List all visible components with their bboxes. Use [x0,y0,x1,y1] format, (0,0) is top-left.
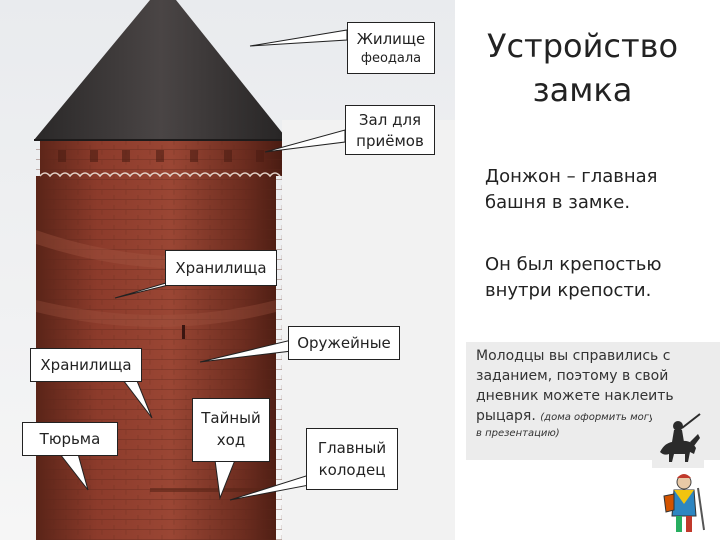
fortress-line2: внутри крепости. [485,280,652,301]
note-line4: рыцаря. (дома оформить могут в [476,406,714,426]
callout-storage-lower: Хранилища [30,348,142,382]
note-small-text-2: в презентацию) [476,428,560,439]
note-last-word: рыцаря. [476,408,536,424]
callout-hall-line2: приёмов [356,132,424,150]
note-line2: заданием, поэтому в свой [476,368,669,384]
note-line3: дневник можете наклеить [476,388,674,404]
callout-main-well: Главный колодец [306,428,398,490]
callout-main-well-line2: колодец [318,461,386,479]
callout-hall: Зал для приёмов [345,105,435,155]
callout-secret-passage-line2: ход [216,431,246,449]
callout-secret-passage: Тайный ход [192,398,270,462]
callout-hall-line1: Зал для [358,111,422,129]
fortress-paragraph: Он был крепостью внутри крепости. [485,252,705,304]
slide-title-line2: замка [532,71,633,109]
callout-main-well-line1: Главный [317,439,387,457]
knight-on-horse-icon [652,408,704,468]
callout-dwelling-line1: Жилище [356,30,426,48]
callout-storage-upper: Хранилища [165,250,277,286]
slide-title-line1: Устройство [486,27,679,65]
callout-armory: Оружейные [288,326,400,360]
fortress-line1: Он был крепостью [485,254,662,275]
callout-secret-passage-line1: Тайный [201,409,261,427]
definition-paragraph: Донжон – главная башня в замке. [485,164,705,216]
callout-dwelling-line2: феодала [360,51,422,66]
callout-dwelling: Жилище феодала [347,22,435,74]
slide-title: Устройство замка [470,24,695,112]
note-small-text-1: (дома оформить могут в [540,412,670,423]
knight-herald-icon [663,474,705,532]
definition-line1: Донжон – главная [485,166,658,187]
note-line1: Молодцы вы справились с [476,348,671,364]
definition-line2: башня в замке. [485,192,631,213]
callout-prison: Тюрьма [22,422,118,456]
